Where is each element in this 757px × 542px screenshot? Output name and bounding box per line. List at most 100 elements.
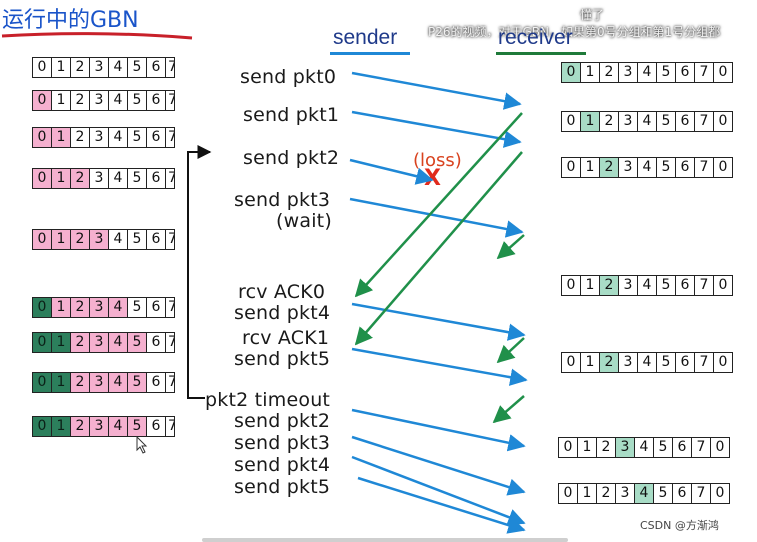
receiver-header-underline bbox=[496, 52, 586, 55]
receiver-window-3-cell-8: 0 bbox=[713, 275, 733, 296]
receiver-window-1-cell-5: 5 bbox=[656, 111, 676, 132]
arrow-pkt2-lost bbox=[349, 158, 434, 185]
arrow-resend-pkt3 bbox=[351, 435, 526, 496]
arrow-pkt4 bbox=[351, 302, 526, 341]
receiver-window-0-cell-6: 6 bbox=[675, 62, 695, 83]
loss-label: (loss) bbox=[413, 150, 462, 171]
receiver-window-6-cell-4: 4 bbox=[634, 483, 654, 504]
receiver-window-5-cell-8: 0 bbox=[710, 437, 730, 458]
sender-window-3-cell-7: 7 bbox=[165, 168, 175, 189]
horizontal-scrollbar[interactable] bbox=[202, 538, 568, 542]
sender-window-1-cell-7: 7 bbox=[165, 90, 175, 111]
page-title: 运行中的GBN bbox=[2, 8, 139, 33]
arrow-pkt3 bbox=[349, 197, 524, 238]
sender-window-8-cell-7: 7 bbox=[165, 416, 175, 437]
receiver-window-6-cell-0: 0 bbox=[558, 483, 578, 504]
label-wait: (wait) bbox=[276, 210, 332, 232]
receiver-window-4-cell-8: 0 bbox=[713, 352, 733, 373]
label-send-pkt5: send pkt5 bbox=[234, 348, 331, 370]
sender-window-5-cell-7: 7 bbox=[165, 297, 175, 318]
receiver-window-0-cell-3: 3 bbox=[618, 62, 638, 83]
receiver-window-0-cell-4: 4 bbox=[637, 62, 657, 83]
sender-window-7-cell-7: 7 bbox=[165, 372, 175, 393]
label-resend-pkt5: send pkt5 bbox=[234, 476, 331, 498]
sender-window-2-cell-3: 3 bbox=[89, 127, 109, 148]
arrow-ack1-dup-b bbox=[496, 337, 525, 364]
sender-window-2-cell-4: 4 bbox=[108, 127, 128, 148]
sender-header-underline bbox=[330, 52, 410, 55]
receiver-window-6-cell-2: 2 bbox=[596, 483, 616, 504]
label-resend-pkt3: send pkt3 bbox=[234, 432, 331, 454]
receiver-window-1-cell-8: 0 bbox=[713, 111, 733, 132]
timeout-bracket bbox=[187, 145, 212, 399]
sender-header: sender bbox=[333, 26, 398, 49]
receiver-window-3-cell-1: 1 bbox=[580, 275, 600, 296]
sender-window-2-cell-7: 7 bbox=[165, 127, 175, 148]
sender-window-2-cell-1: 1 bbox=[51, 127, 71, 148]
arrow-pkt0 bbox=[351, 71, 522, 110]
sender-window-0-cell-7: 7 bbox=[165, 57, 175, 78]
arrow-ack1-dup-c bbox=[492, 395, 525, 424]
arrow-ack0 bbox=[354, 112, 523, 298]
sender-window-5-cell-3: 3 bbox=[89, 297, 109, 318]
arrow-resend-pkt5 bbox=[357, 476, 526, 534]
arrow-resend-pkt2 bbox=[351, 408, 526, 452]
receiver-window-1-cell-0: 0 bbox=[561, 111, 581, 132]
label-send-pkt4: send pkt4 bbox=[234, 302, 331, 324]
receiver-header: receiver bbox=[498, 26, 573, 49]
title-underline bbox=[1, 32, 193, 40]
arrow-resend-pkt4 bbox=[351, 455, 526, 526]
sender-window-7-cell-5: 5 bbox=[127, 372, 147, 393]
receiver-window-1-cell-2: 2 bbox=[599, 111, 619, 132]
receiver-window-5-cell-6: 6 bbox=[672, 437, 692, 458]
label-send-pkt1: send pkt1 bbox=[243, 104, 340, 126]
label-send-pkt3: send pkt3 bbox=[234, 189, 331, 211]
arrow-pkt5 bbox=[351, 347, 528, 386]
label-send-pkt2: send pkt2 bbox=[243, 147, 340, 169]
sender-window-8-cell-1: 1 bbox=[51, 416, 71, 437]
sender-window-4-cell-7: 7 bbox=[165, 229, 175, 250]
label-resend-pkt2: send pkt2 bbox=[234, 410, 331, 432]
sender-window-8-cell-2: 2 bbox=[70, 416, 90, 437]
sender-window-6-cell-7: 7 bbox=[165, 332, 175, 353]
watermark: CSDN @方渐鸿 bbox=[640, 519, 719, 532]
arrow-ack1 bbox=[354, 151, 523, 346]
label-rcv-ack1: rcv ACK1 bbox=[242, 327, 330, 349]
receiver-window-4-cell-5: 5 bbox=[656, 352, 676, 373]
sender-window-1-cell-3: 3 bbox=[89, 90, 109, 111]
sender-window-5-cell-4: 4 bbox=[108, 297, 128, 318]
receiver-window-0-cell-2: 2 bbox=[599, 62, 619, 83]
mouse-cursor-icon bbox=[136, 436, 148, 454]
receiver-window-4-cell-6: 6 bbox=[675, 352, 695, 373]
receiver-window-6-cell-8: 0 bbox=[710, 483, 730, 504]
label-send-pkt0: send pkt0 bbox=[240, 66, 337, 88]
arrow-pkt1 bbox=[351, 110, 522, 148]
receiver-window-5-cell-2: 2 bbox=[596, 437, 616, 458]
label-pkt2-timeout: pkt2 timeout bbox=[205, 389, 331, 411]
overlay-line-1: 懂了 bbox=[580, 8, 605, 22]
arrow-ack1-dup-a bbox=[496, 234, 525, 260]
label-rcv-ack0: rcv ACK0 bbox=[238, 281, 326, 303]
receiver-window-2-cell-8: 0 bbox=[713, 157, 733, 178]
receiver-window-0-cell-8: 0 bbox=[713, 62, 733, 83]
receiver-window-3-cell-6: 6 bbox=[675, 275, 695, 296]
overlay-line-2: P26的视频，对于GBN，如果第0号分组和第1号分组都 bbox=[428, 25, 721, 39]
sender-window-8-cell-0: 0 bbox=[32, 416, 52, 437]
receiver-window-5-cell-5: 5 bbox=[653, 437, 673, 458]
sender-window-3-cell-0: 0 bbox=[32, 168, 52, 189]
